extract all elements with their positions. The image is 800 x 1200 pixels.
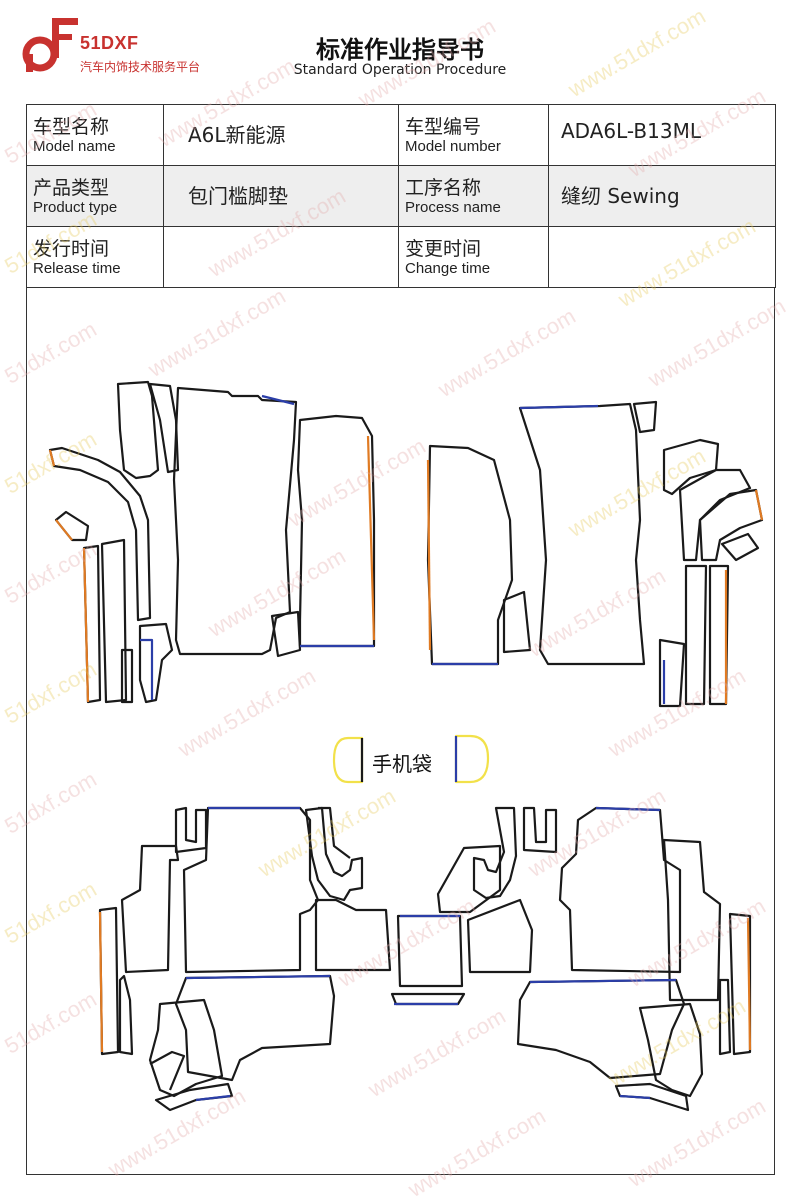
process-name-value: 缝纫 Sewing bbox=[548, 165, 776, 227]
center-tunnel-pieces bbox=[390, 914, 466, 1006]
rear-right-mat-pieces bbox=[436, 806, 752, 1112]
model-name-value: A6L新能源 bbox=[163, 104, 399, 166]
rear-left-mat-pieces bbox=[98, 806, 392, 1112]
page-title: 标准作业指导书 bbox=[316, 36, 484, 64]
info-row-time: 发行时间 Release time 变更时间 Change time bbox=[26, 226, 776, 288]
phone-pocket-pieces bbox=[332, 734, 490, 784]
process-name-label: 工序名称 Process name bbox=[398, 165, 549, 227]
release-time-value bbox=[163, 226, 399, 288]
brand-logo bbox=[22, 16, 222, 76]
page-subtitle: Standard Operation Procedure bbox=[293, 62, 507, 78]
info-table: 车型名称 Model name A6L新能源 车型编号 Model number… bbox=[26, 104, 776, 288]
front-right-mat-pieces bbox=[426, 400, 764, 708]
change-time-value bbox=[548, 226, 776, 288]
front-left-mat-pieces bbox=[48, 380, 376, 704]
brand-name: 51DXF bbox=[80, 33, 139, 53]
product-type-label: 产品类型 Product type bbox=[26, 165, 164, 227]
brand-subtitle: 汽车内饰技术服务平台 bbox=[80, 60, 201, 74]
info-row-product: 产品类型 Product type 包门槛脚垫 工序名称 Process nam… bbox=[26, 165, 776, 227]
change-time-label: 变更时间 Change time bbox=[398, 226, 549, 288]
model-number-label: 车型编号 Model number bbox=[398, 104, 549, 166]
logo-mark-icon bbox=[22, 18, 78, 72]
phone-pocket-label: 手机袋 bbox=[372, 752, 432, 776]
product-type-value: 包门槛脚垫 bbox=[163, 165, 399, 227]
info-row-model: 车型名称 Model name A6L新能源 车型编号 Model number… bbox=[26, 104, 776, 166]
model-number-value: ADA6L-B13ML bbox=[548, 104, 776, 166]
release-time-label: 发行时间 Release time bbox=[26, 226, 164, 288]
pattern-drawing-area bbox=[26, 288, 775, 1175]
